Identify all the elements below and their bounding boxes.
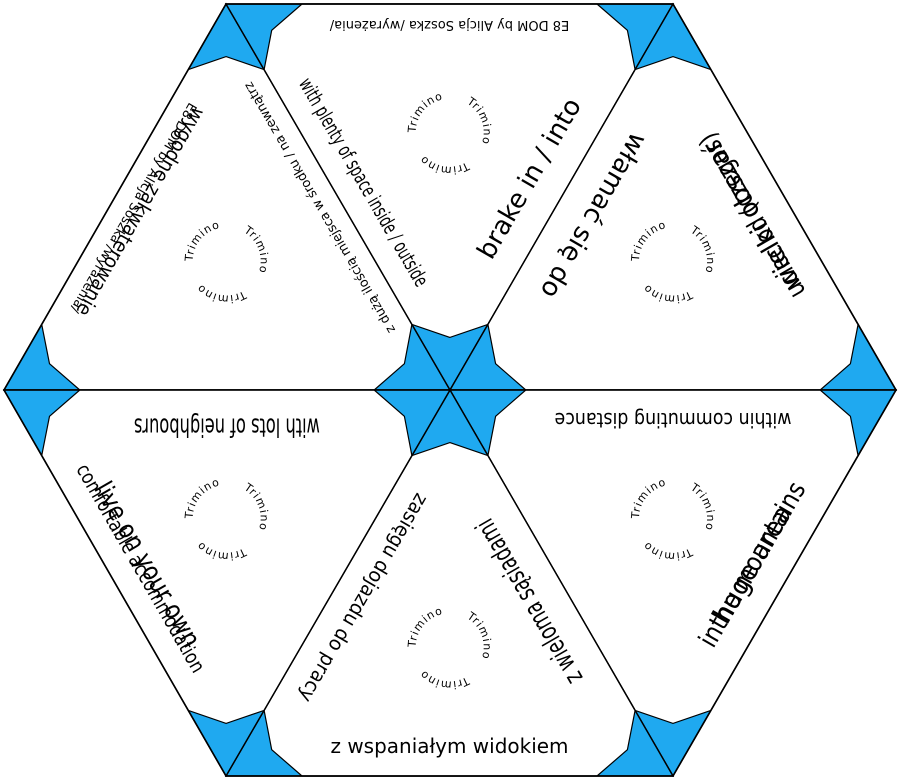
tile-label: z wspaniałym widokiem	[331, 734, 569, 758]
tile-label: E8 DOM by Alicja Soszka /wyrażenia/	[329, 17, 569, 32]
tile-label: within commuting distance	[555, 408, 792, 432]
tile-label: with lots of neighbours	[134, 412, 320, 442]
hexagon-outline	[3, 3, 897, 777]
